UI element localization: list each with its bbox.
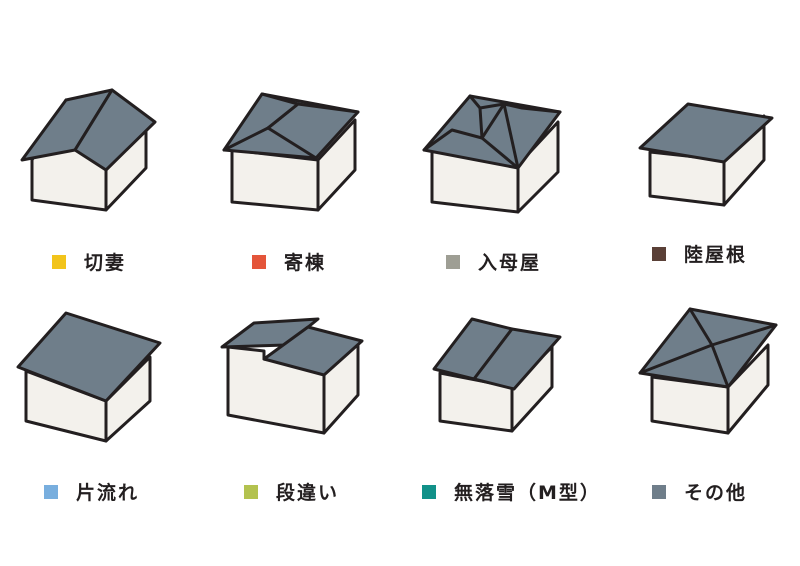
hip-swatch — [252, 254, 266, 269]
split-level-swatch — [244, 484, 258, 499]
roof-type-shed: 片流れ — [0, 283, 200, 566]
gable-label-text: 切妻 — [84, 252, 127, 274]
roof-type-hip: 寄棟 — [200, 0, 400, 283]
roof-type-m-shape: 無落雪（M型） — [400, 283, 600, 566]
shed-label-text: 片流れ — [76, 482, 140, 504]
irimoya-house-illustration — [422, 94, 562, 214]
other-swatch — [652, 484, 666, 499]
roof-type-split-level: 段違い — [200, 283, 400, 566]
m-shape-label-text: 無落雪（M型） — [454, 482, 601, 504]
flat-label: 陸屋根 — [652, 240, 747, 267]
m-shape-swatch — [422, 484, 436, 499]
other-label: その他 — [652, 478, 747, 505]
roof-type-gable: 切妻 — [0, 0, 200, 283]
split-level-label: 段違い — [244, 478, 339, 505]
roof-type-flat: 陸屋根 — [600, 0, 800, 283]
roof-type-other: その他 — [600, 283, 800, 566]
gable-label: 切妻 — [52, 248, 126, 275]
m-shape-house-illustration — [432, 317, 562, 433]
m-shape-label: 無落雪（M型） — [422, 478, 601, 505]
irimoya-label: 入母屋 — [446, 248, 541, 275]
hip-house-illustration — [222, 92, 360, 212]
shed-house-illustration — [16, 311, 162, 443]
shed-label: 片流れ — [44, 478, 139, 505]
flat-swatch — [652, 246, 666, 261]
roof-type-irimoya: 入母屋 — [400, 0, 600, 283]
flat-house-illustration — [638, 102, 774, 207]
other-house-illustration — [638, 307, 778, 435]
flat-label-text: 陸屋根 — [684, 244, 748, 266]
hip-label-text: 寄棟 — [284, 252, 327, 274]
split-level-label-text: 段違い — [276, 482, 340, 504]
irimoya-swatch — [446, 254, 460, 269]
other-label-text: その他 — [684, 482, 748, 504]
gable-swatch — [52, 254, 66, 269]
irimoya-label-text: 入母屋 — [478, 252, 542, 274]
shed-swatch — [44, 484, 58, 499]
split-level-house-illustration — [220, 317, 364, 435]
gable-house-illustration — [20, 88, 157, 212]
hip-label: 寄棟 — [252, 248, 326, 275]
